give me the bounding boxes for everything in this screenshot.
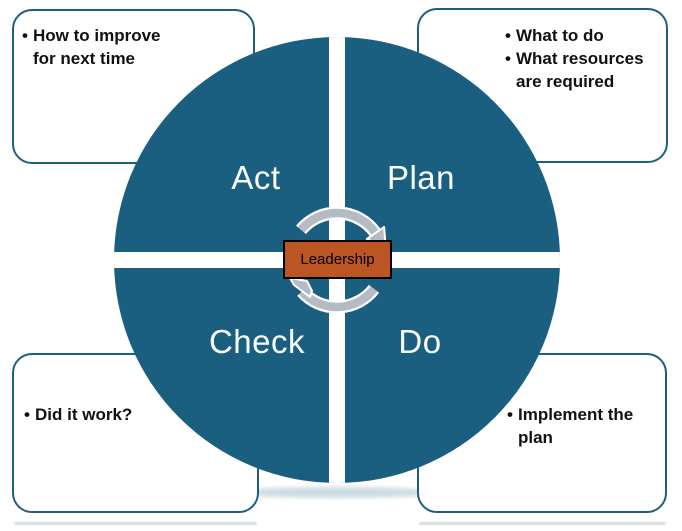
quadrant-label-do: Do	[398, 323, 442, 360]
callout-text-line: How to improve	[33, 26, 161, 45]
list-item: • Implement the plan	[507, 403, 659, 449]
leadership-label: Leadership	[300, 251, 375, 268]
reflection-line-left	[14, 522, 257, 525]
list-item: • What to do	[505, 24, 660, 47]
callout-text-line: are required	[516, 72, 615, 91]
list-item: • How to improve for next time	[22, 24, 245, 70]
bullet-icon: •	[505, 49, 511, 68]
callout-text-line: Did it work?	[35, 405, 133, 424]
callout-text-line: for next time	[33, 49, 136, 68]
quadrant-label-act: Act	[231, 159, 281, 196]
callout-text-line: What resources	[516, 49, 644, 68]
callout-text-line: plan	[518, 428, 553, 447]
list-item: • What resources are required	[505, 47, 660, 93]
callout-text-line: What to do	[516, 26, 604, 45]
bullet-icon: •	[22, 26, 28, 45]
callout-text-line: Implement the	[518, 405, 634, 424]
list-item: • Did it work?	[24, 403, 249, 426]
bullet-icon: •	[24, 405, 30, 424]
quadrant-label-check: Check	[208, 323, 306, 360]
bullet-icon: •	[505, 26, 511, 45]
quadrant-label-plan: Plan	[386, 159, 456, 196]
leadership-box: Leadership	[283, 240, 392, 279]
cycle-arrows-icon	[289, 206, 387, 314]
reflection-line-right	[419, 522, 666, 525]
circle-reflection	[234, 487, 440, 498]
bullet-icon: •	[507, 405, 513, 424]
